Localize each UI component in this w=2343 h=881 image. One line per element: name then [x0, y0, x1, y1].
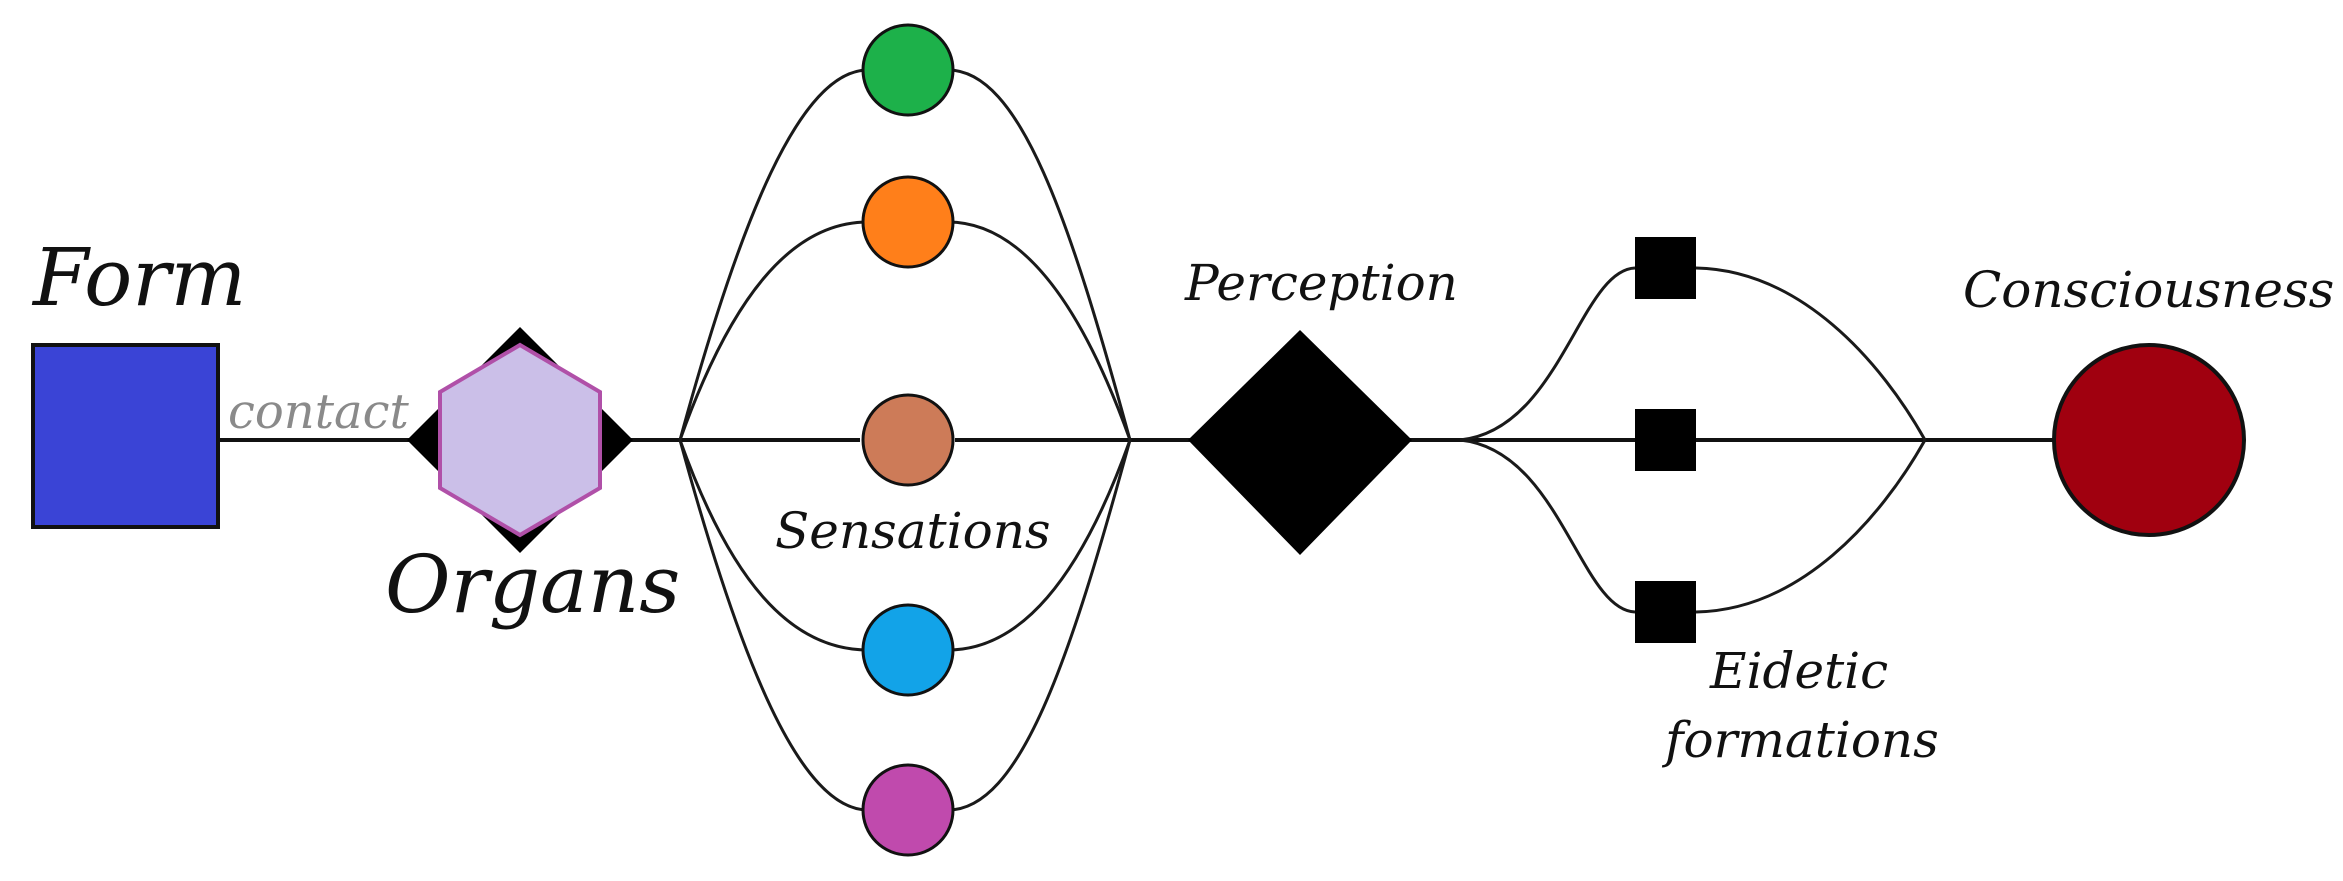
- form-square: [31, 343, 220, 529]
- arc-eidetic-bottom-merge: [1695, 439, 1927, 614]
- eidetic-label-line1: Eidetic: [1709, 642, 1888, 700]
- arc-split-eidetic-bottom: [1459, 438, 1636, 614]
- form-label: Form: [31, 231, 246, 324]
- organs-label: Organs: [385, 538, 680, 631]
- arc-right-green: [947, 68, 1132, 441]
- sensation-orange-circle: [861, 175, 955, 269]
- eidetic-square-middle: [1635, 409, 1696, 471]
- arc-right-orange: [947, 220, 1132, 441]
- sensations-label: Sensations: [775, 502, 1051, 560]
- contact-label: contact: [228, 384, 409, 440]
- eidetic-label-line2: formations: [1661, 711, 1939, 769]
- sensation-brown-circle: [861, 393, 955, 487]
- eidetic-square-bottom: [1635, 581, 1696, 643]
- arc-right-magenta: [947, 439, 1132, 812]
- arc-left-blue: [678, 439, 869, 652]
- sensation-magenta-circle: [861, 763, 955, 857]
- eidetic-square-top: [1635, 237, 1696, 299]
- perception-diamond: [1188, 330, 1412, 555]
- arc-eidetic-top-merge: [1695, 266, 1927, 441]
- sensation-green-circle: [861, 23, 955, 117]
- arc-left-green: [678, 68, 869, 441]
- organs-hexagon: [438, 342, 602, 538]
- sensation-blue-circle: [861, 603, 955, 697]
- consciousness-circle: [2052, 343, 2246, 537]
- perception-label: Perception: [1184, 254, 1458, 312]
- arc-left-magenta: [678, 439, 869, 812]
- arc-left-orange: [678, 220, 869, 441]
- arc-right-blue: [947, 439, 1132, 652]
- consciousness-label: Consciousness: [1963, 261, 2334, 319]
- arc-split-eidetic-top: [1459, 266, 1636, 442]
